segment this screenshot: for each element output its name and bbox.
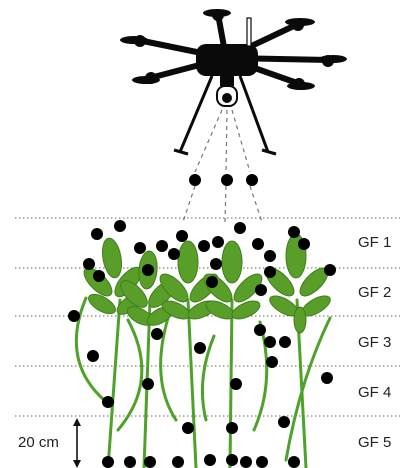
spray-lines — [182, 109, 263, 223]
spray-droplets — [68, 174, 336, 468]
plants — [74, 296, 332, 468]
layer-label-gf4: GF 4 — [358, 384, 392, 401]
layer-label-gf2: GF 2 — [358, 284, 392, 301]
layer-label-gf1: GF 1 — [358, 234, 392, 251]
double-arrow-icon — [73, 418, 81, 468]
drone-icon — [120, 9, 347, 156]
plant-leaves — [83, 233, 331, 334]
layer-label-gf5: GF 5 — [358, 434, 392, 451]
layer-label-gf3: GF 3 — [358, 334, 392, 351]
scale-label: 20 cm — [18, 434, 59, 451]
